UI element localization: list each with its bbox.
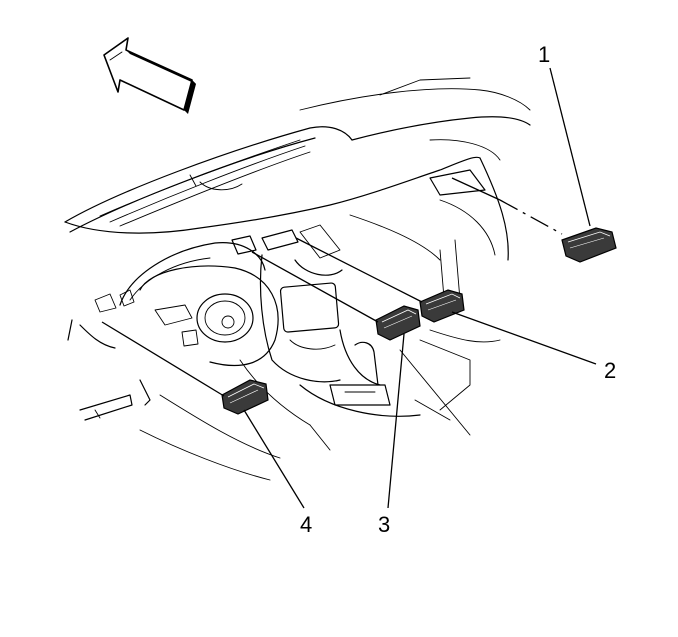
callout-1: 1 — [538, 42, 551, 67]
instrument-panel — [64, 77, 531, 481]
forward-arrow-icon — [103, 37, 196, 114]
callout-leaders — [243, 67, 597, 509]
vent-4 — [221, 379, 269, 415]
callout-3: 3 — [378, 512, 391, 537]
installation-paths — [101, 177, 563, 397]
vent-1 — [561, 227, 617, 263]
callout-2: 2 — [604, 358, 617, 383]
callout-4: 4 — [300, 512, 313, 537]
vent-3 — [375, 305, 421, 341]
vent-2 — [419, 289, 465, 323]
